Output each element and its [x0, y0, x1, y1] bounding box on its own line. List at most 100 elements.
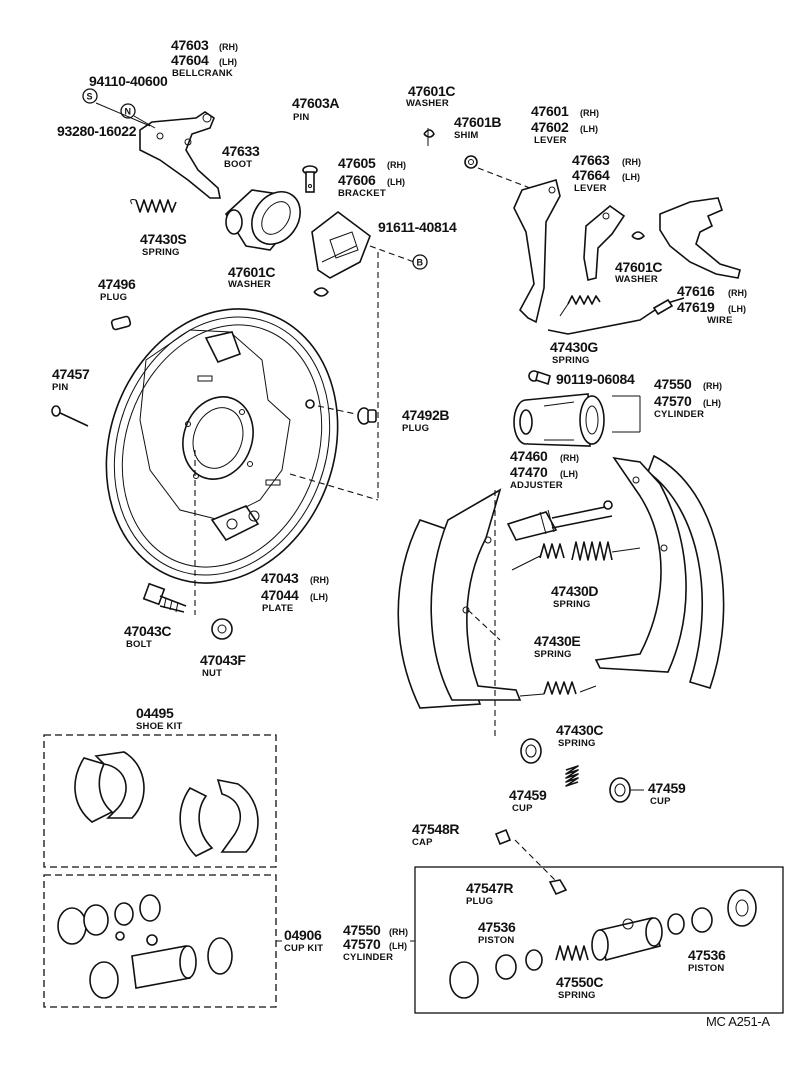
bellcrank-number-lh: 47604 [171, 52, 209, 68]
nut-number: 47043F [200, 652, 246, 668]
cup-left-desc: CUP [512, 803, 533, 814]
cup-left-number: 47459 [509, 787, 547, 803]
plug-icon [110, 315, 132, 331]
boot-icon [224, 189, 301, 251]
spring-g-number: 47430G [550, 339, 598, 355]
box-spring-desc: SPRING [558, 990, 596, 1001]
washer-top-desc: WASHER [406, 98, 449, 109]
cylinder-number-rh: 47550 [654, 376, 692, 392]
box-cylinder-side-rh: (RH) [389, 927, 408, 937]
nut-icon [211, 618, 233, 640]
plug-icon [548, 879, 568, 896]
pin-icon [51, 405, 89, 427]
cup-icon [609, 777, 631, 803]
box-cylinder-side-lh: (LH) [389, 941, 407, 951]
pin-a-number: 47603A [292, 95, 339, 111]
washer-top-number: 47601C [408, 83, 455, 99]
lever-icon [513, 178, 561, 324]
cylinder-box [414, 866, 784, 1014]
bellcrank-side-lh: (LH) [219, 57, 237, 67]
spring-e-desc: SPRING [534, 649, 572, 660]
piston-left-number: 47536 [478, 919, 516, 935]
bellcrank-number-rh: 47603 [171, 37, 209, 53]
lever-main-desc: LEVER [534, 135, 567, 146]
wheel-cylinder-icon [591, 917, 663, 961]
pin-457-desc: PIN [52, 382, 68, 393]
washer-icon [423, 128, 435, 146]
wire-desc: WIRE [707, 315, 733, 326]
spring-c-desc: SPRING [558, 738, 596, 749]
b-part-number: 91611-40814 [378, 219, 457, 235]
bracket-side-rh: (RH) [387, 160, 406, 170]
box-cylinder-number-rh: 47550 [343, 922, 381, 938]
lever-icon [659, 197, 741, 279]
pin-icon [302, 165, 318, 193]
piston-right-desc: PISTON [688, 963, 724, 974]
spring-icon [519, 681, 597, 697]
brake-shoe-icon [397, 488, 522, 709]
bracket-side-lh: (LH) [387, 177, 405, 187]
plate-number-rh: 47043 [261, 570, 299, 586]
svg-text:S: S [87, 92, 93, 102]
bellcrank-side-rh: (RH) [219, 42, 238, 52]
spring-d-desc: SPRING [553, 599, 591, 610]
lever-main-side-rh: (RH) [580, 108, 599, 118]
spring-e-number: 47430E [534, 633, 580, 649]
plug-492b-desc: PLUG [402, 423, 429, 434]
bleeder-icon [528, 370, 551, 386]
adjuster-icon [506, 500, 613, 541]
plate-side-lh: (LH) [310, 592, 328, 602]
plate-desc: PLATE [262, 603, 293, 614]
n-part-number: 94110-40600 [89, 73, 168, 89]
svg-text:B: B [417, 258, 424, 268]
plug-icon [357, 407, 377, 425]
spring-s-desc: SPRING [142, 247, 180, 258]
lever-main-number-rh: 47601 [531, 103, 569, 119]
lever-main-number-lh: 47602 [531, 119, 569, 135]
cylinder-desc: CYLINDER [654, 409, 704, 420]
adjuster-side-lh: (LH) [560, 469, 578, 479]
wire-number-lh: 47619 [677, 299, 715, 315]
shim-desc: SHIM [454, 130, 479, 141]
spring-s-number: 47430S [140, 231, 186, 247]
boot-number: 47633 [222, 143, 260, 159]
piston-right-number: 47536 [688, 947, 726, 963]
cup-kit-number: 04906 [284, 927, 322, 943]
box-plug-desc: PLUG [466, 896, 493, 907]
plug-496-desc: PLUG [100, 292, 127, 303]
spring-icon [130, 199, 177, 213]
plug-492b-number: 47492B [402, 407, 449, 423]
cup-kit-parts [57, 894, 233, 999]
brake-shoe-icon [594, 454, 725, 689]
bracket-icon [311, 210, 371, 279]
svg-text:N: N [125, 107, 132, 117]
washer-mid-desc: WASHER [228, 279, 271, 290]
plate-number-lh: 47044 [261, 587, 299, 603]
n-badge-icon: N [120, 103, 136, 119]
shoe-kit-desc: SHOE KIT [136, 721, 182, 732]
shim-number: 47601B [454, 114, 501, 130]
pin-a-desc: PIN [293, 112, 309, 123]
cup-right-number: 47459 [648, 780, 686, 796]
washer-mid-number: 47601C [228, 264, 275, 280]
piston-left-desc: PISTON [478, 935, 514, 946]
adjuster-number-rh: 47460 [510, 448, 548, 464]
cup-icon [520, 738, 542, 764]
bolt-icon [142, 582, 187, 613]
washer-icon [631, 231, 645, 240]
wire-side-rh: (RH) [728, 288, 747, 298]
piston-icon [667, 889, 757, 935]
boot-desc: BOOT [224, 159, 252, 170]
bracket-desc: BRACKET [338, 188, 386, 199]
spring-icon [559, 295, 601, 317]
spring-d-number: 47430D [551, 583, 598, 599]
cylinder-side-lh: (LH) [703, 398, 721, 408]
spring-icon [565, 765, 579, 787]
diagram-code: MC A251-A [706, 1014, 770, 1029]
spring-g-desc: SPRING [552, 355, 590, 366]
shoe-kit-box [43, 734, 277, 868]
bracket-number-rh: 47605 [338, 155, 376, 171]
wire-side-lh: (LH) [728, 304, 746, 314]
washer-right-desc: WASHER [615, 274, 658, 285]
